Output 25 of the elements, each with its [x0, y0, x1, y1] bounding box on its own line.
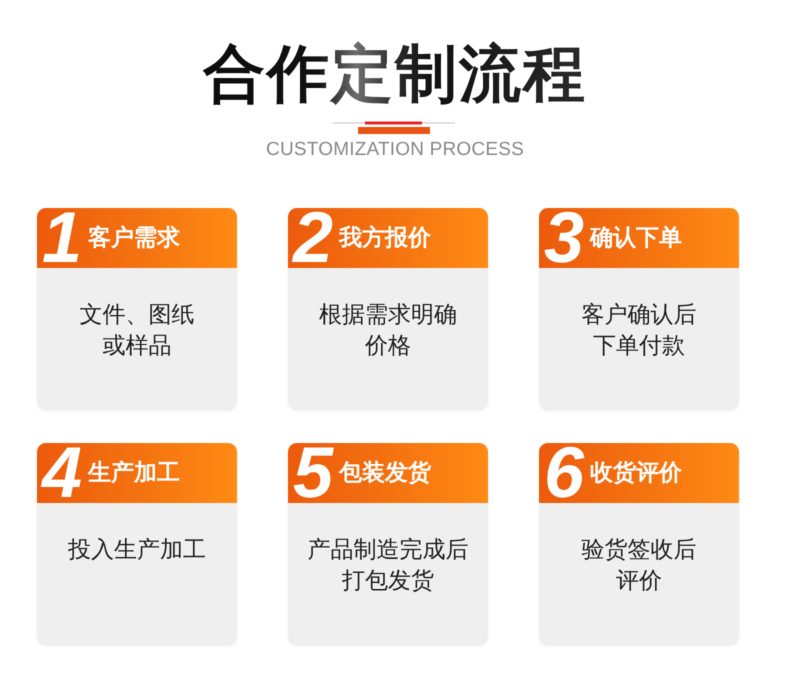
- step-card: [37, 208, 237, 410]
- step-card: [539, 208, 739, 410]
- step-title: 客户需求: [88, 225, 180, 251]
- step-number: 6: [544, 443, 582, 503]
- step-title: 我方报价: [339, 225, 431, 251]
- step-description: 客户确认后下单付款: [580, 301, 698, 361]
- step-description: 根据需求明确价格: [318, 301, 458, 361]
- step-card: [37, 443, 237, 645]
- step-title: 生产加工: [88, 460, 180, 486]
- step-number: 3: [544, 208, 582, 268]
- step-title: 包装发货: [339, 460, 431, 486]
- step-number: 5: [293, 443, 332, 503]
- step-card: [288, 443, 488, 645]
- step-description: 产品制造完成后打包发货: [306, 536, 470, 596]
- step-description: 文件、图纸或样品: [78, 301, 196, 361]
- step-title: 确认下单: [590, 225, 682, 251]
- step-number: 2: [293, 208, 332, 268]
- step-card: [288, 208, 488, 410]
- subtitle: CUSTOMIZATION PROCESS: [266, 138, 524, 162]
- step-number: 1: [42, 208, 80, 268]
- step-description: 投入生产加工: [68, 536, 206, 565]
- step-card: [539, 443, 739, 645]
- step-title: 收货评价: [590, 460, 682, 486]
- step-number: 4: [42, 443, 80, 503]
- step-description: 验货签收后评价: [580, 536, 698, 596]
